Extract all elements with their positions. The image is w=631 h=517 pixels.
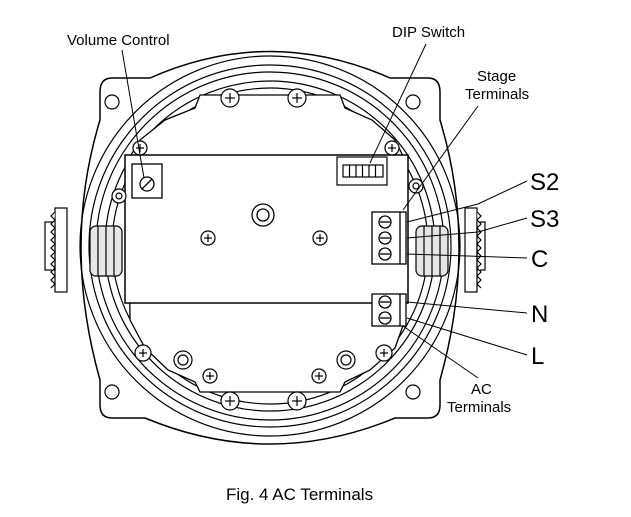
screw-board-left	[200, 230, 216, 246]
volume-control-knob	[131, 163, 163, 199]
stage-terminal-block	[371, 211, 407, 265]
center-standoff	[251, 203, 275, 227]
leader-dip-switch	[369, 43, 427, 164]
ac-terminals-label-line2: Terminals	[447, 399, 511, 416]
ac-terminal-block	[371, 293, 407, 327]
stage-terminals-label-line2: Terminals	[465, 86, 529, 103]
leader-n	[406, 301, 528, 314]
screw-bottom-left	[220, 391, 240, 411]
screw-top-right	[287, 88, 307, 108]
leader-volume-control	[121, 49, 145, 179]
leader-s3	[406, 217, 528, 239]
terminal-label-s2: S2	[530, 169, 559, 196]
figure-caption: Fig. 4 AC Terminals	[226, 485, 373, 504]
leader-s2	[406, 180, 528, 223]
dip-switch-label: DIP Switch	[392, 24, 465, 41]
screw-bottom-right-outer	[375, 344, 393, 362]
leader-l	[406, 317, 528, 356]
dip-switch	[336, 156, 388, 186]
standoffs	[111, 178, 424, 370]
leader-ac-terminals	[402, 325, 479, 379]
volume-control-label: Volume Control	[67, 32, 170, 49]
screw-upper-right-ring	[384, 140, 400, 156]
terminal-label-l: L	[531, 343, 544, 370]
conduit-entry-left	[44, 207, 68, 293]
mounting-screws	[132, 88, 400, 411]
stage-terminals-label-line1: Stage	[477, 68, 516, 85]
screw-bottom-mid-left	[202, 368, 218, 384]
screw-bottom-right	[287, 391, 307, 411]
conduit-entry-right	[464, 207, 486, 293]
side-connectors	[89, 225, 449, 277]
leader-c	[406, 253, 528, 259]
terminal-label-n: N	[531, 301, 548, 328]
ac-terminals-label-line1: AC	[471, 381, 492, 398]
mounting-holes	[104, 94, 421, 400]
screw-board-right	[312, 230, 328, 246]
leader-stage-terminals	[402, 105, 479, 211]
leader-lines	[121, 43, 528, 379]
screw-bottom-left-outer	[134, 344, 152, 362]
screw-top-left	[220, 88, 240, 108]
terminal-label-s3: S3	[530, 206, 559, 233]
terminal-label-c: C	[531, 246, 548, 273]
screw-bottom-mid-right	[311, 368, 327, 384]
